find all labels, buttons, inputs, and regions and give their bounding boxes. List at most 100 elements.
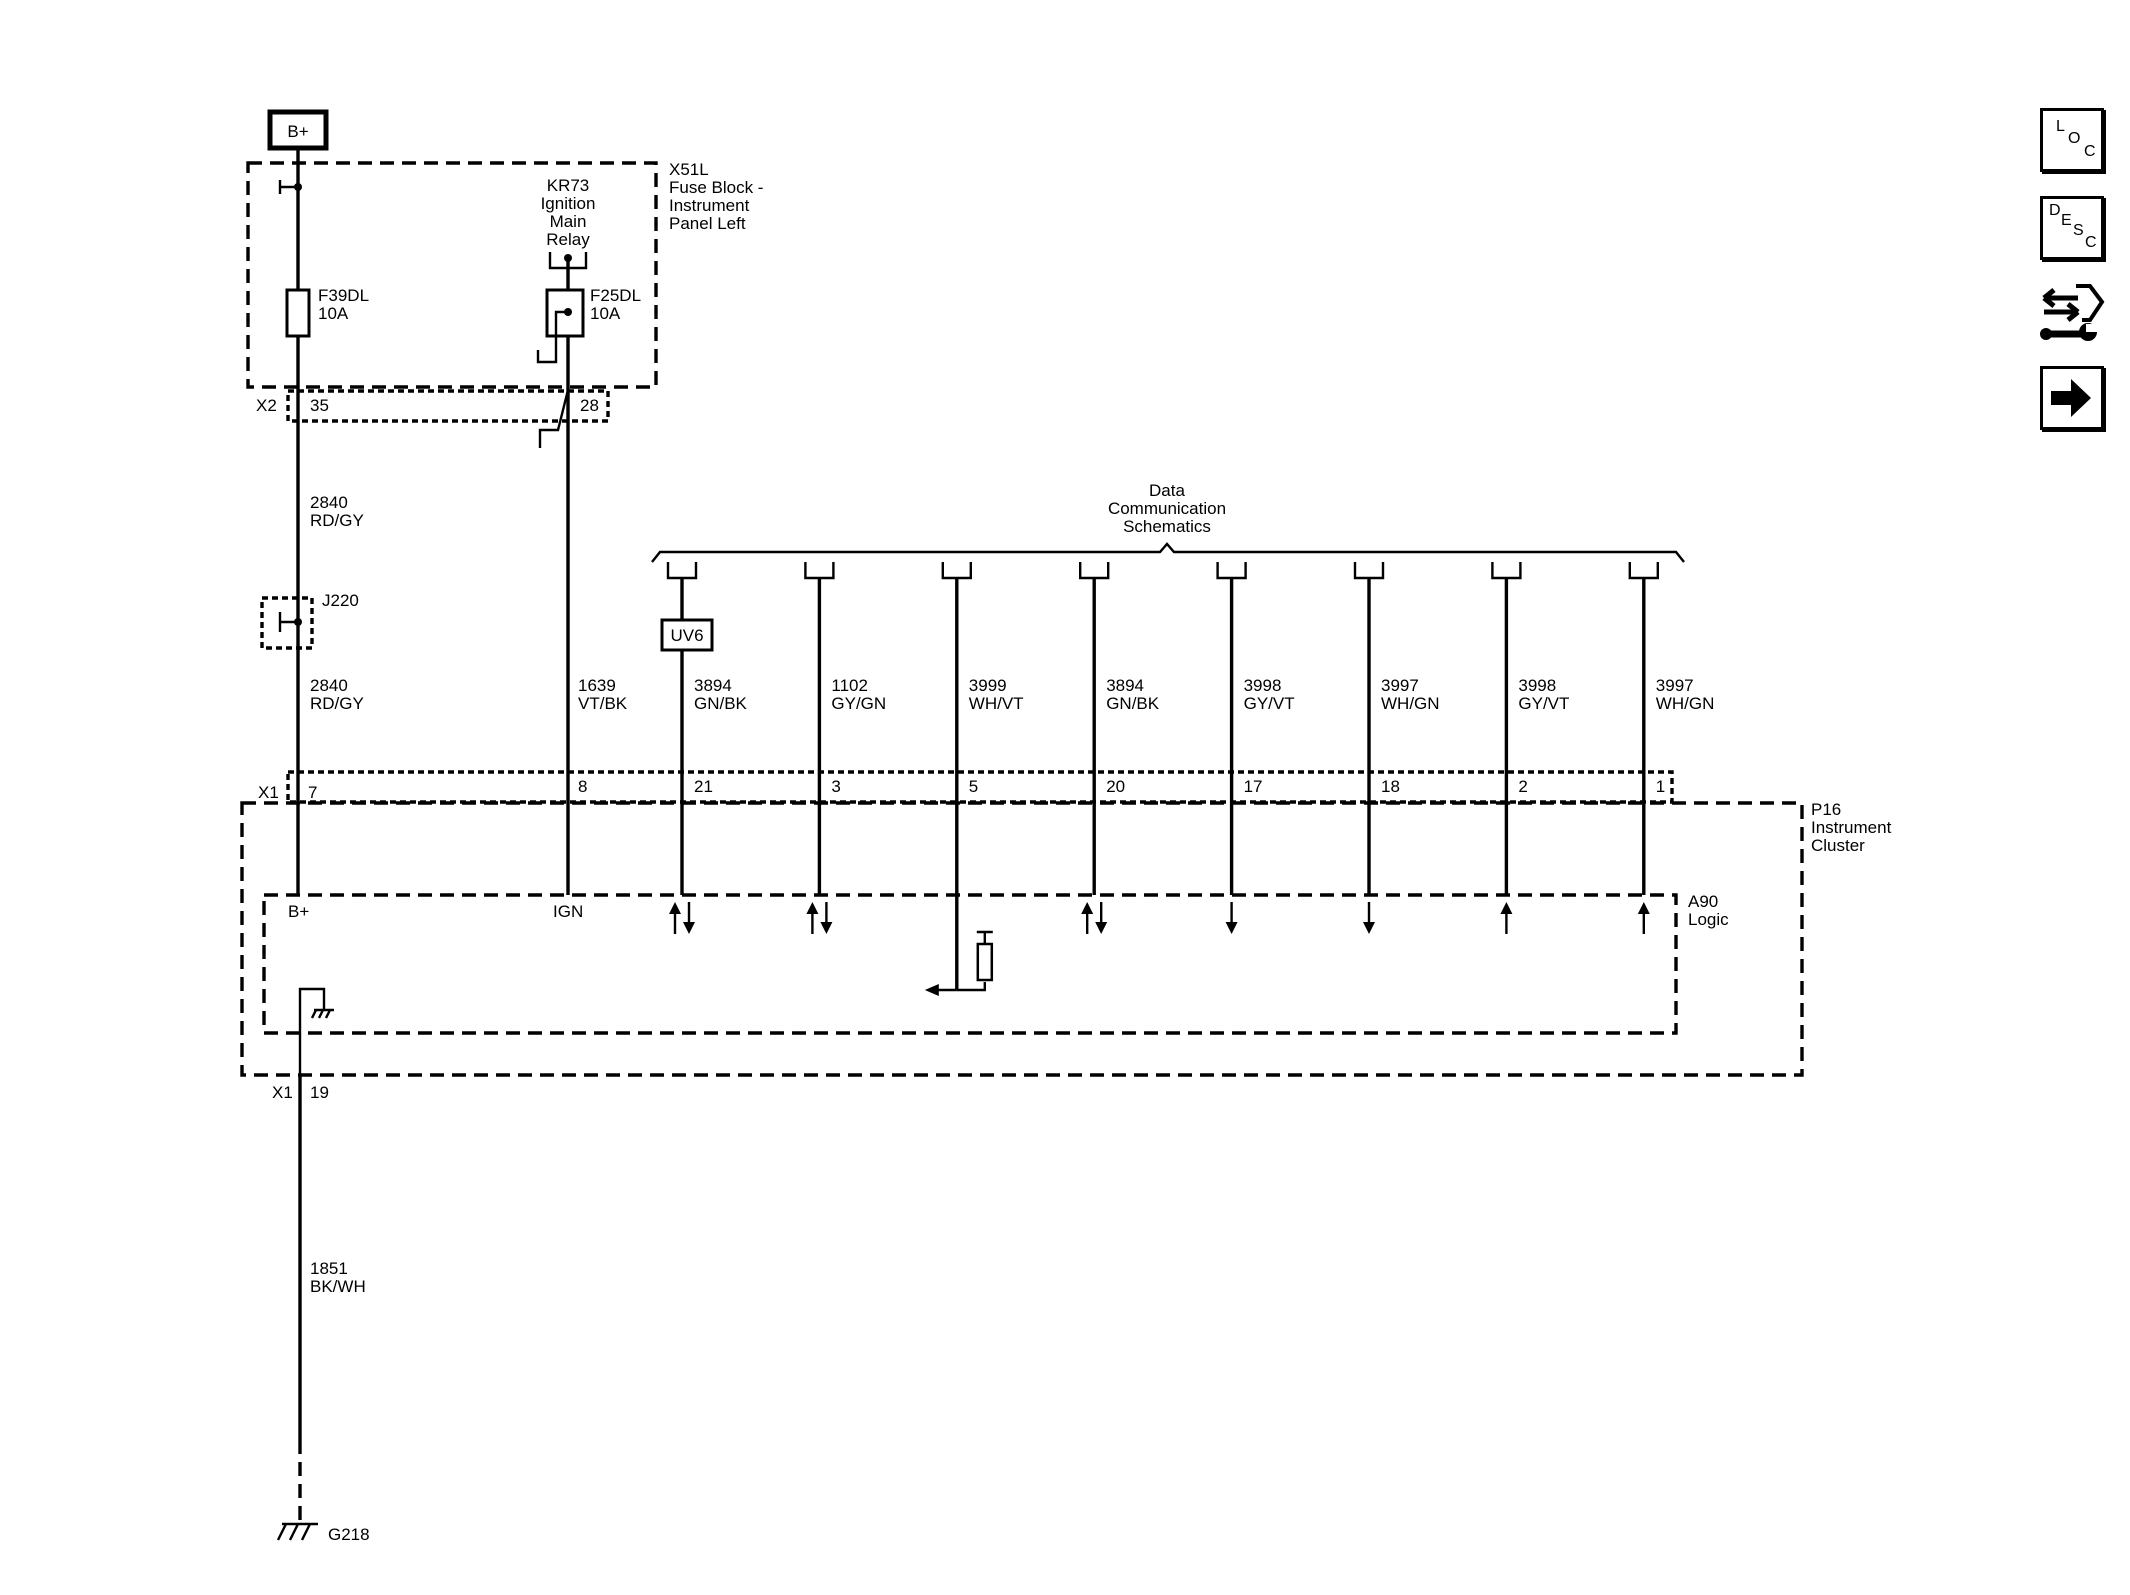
channel-color: WH/VT	[969, 694, 1024, 713]
cluster-name-line1: Instrument	[1811, 818, 1892, 837]
channel-connector	[941, 562, 972, 580]
fuse-block-name-line2: Instrument	[669, 196, 750, 215]
description-view-button[interactable]: D E S C	[2040, 196, 2104, 260]
channel-color: GN/BK	[694, 694, 748, 713]
connector-x1-pin19: 19	[310, 1083, 329, 1102]
logic-bplus-input: B+	[288, 902, 309, 921]
arrow-right-icon	[2051, 379, 2091, 417]
connector-x1-pin8: 8	[578, 777, 587, 796]
connector-x2-pin28: 28	[580, 396, 599, 415]
internal-ground-lead	[298, 987, 326, 1092]
channel-circuit: 3894	[1106, 676, 1144, 695]
desc-letter-d: D	[2049, 202, 2061, 219]
channel-color: GY/VT	[1518, 694, 1569, 713]
data-comm-line2: Communication	[1108, 499, 1226, 518]
bplus-label: B+	[287, 122, 308, 141]
channel-pin: 20	[1106, 777, 1125, 796]
connector-x1-label: X1	[258, 783, 279, 802]
loc-letter-l: L	[2056, 118, 2065, 135]
channel-pin: 18	[1381, 777, 1400, 796]
connector-x2-label: X2	[256, 396, 277, 415]
relay-label-line3: Main	[550, 212, 587, 231]
wire-1851-circuit: 1851	[310, 1259, 348, 1278]
channel-circuit: 3998	[1244, 676, 1282, 695]
channel-color: GY/GN	[831, 694, 886, 713]
wire-2840-lower-color: RD/GY	[310, 694, 364, 713]
channel-connector	[1079, 562, 1110, 580]
connector-x2-pin35: 35	[310, 396, 329, 415]
channel-pin: 1	[1656, 777, 1665, 796]
connector-x1-pin7: 7	[308, 783, 317, 802]
cluster-name-line2: Cluster	[1811, 836, 1865, 855]
channel-circuit: 3997	[1381, 676, 1419, 695]
logic-ign-input: IGN	[553, 902, 583, 921]
channel-circuit: 3894	[694, 676, 732, 695]
channel-pin: 2	[1518, 777, 1527, 796]
channel-color: GY/VT	[1244, 694, 1295, 713]
wire-2840-upper-color: RD/GY	[310, 511, 364, 530]
channel-pin: 21	[694, 777, 713, 796]
location-view-button[interactable]: L O C	[2040, 108, 2104, 172]
channel-connector	[1216, 562, 1247, 580]
relay-label-line2: Ignition	[541, 194, 596, 213]
channel-color: WH/GN	[1656, 694, 1715, 713]
fuse-block-name-line3: Panel Left	[669, 214, 746, 233]
fuse-f39dl-name: F39DL	[318, 286, 369, 305]
data-channels: 3894GN/BK211102GY/GN33999WH/VT53894GN/BK…	[666, 562, 1715, 996]
channel-color: GN/BK	[1106, 694, 1160, 713]
fuse-f25dl-rating: 10A	[590, 304, 621, 323]
channel-pin: 17	[1244, 777, 1263, 796]
termination-lead	[956, 982, 986, 992]
next-page-button[interactable]	[2040, 366, 2104, 430]
channel-color: WH/GN	[1381, 694, 1440, 713]
ground-g218-label: G218	[328, 1525, 370, 1544]
channel-circuit: 1102	[831, 676, 868, 695]
fuse-block-name-line1: Fuse Block -	[669, 178, 763, 197]
wire-1851-color: BK/WH	[310, 1277, 366, 1296]
connector-x1-bottom-label: X1	[272, 1083, 293, 1102]
logic-module-outline	[262, 893, 1678, 1035]
ground-g218-icon	[276, 1522, 318, 1541]
channel-circuit: 3997	[1656, 676, 1694, 695]
uv6-label: UV6	[670, 626, 703, 645]
connector-wrench-icon[interactable]	[2038, 276, 2108, 346]
cluster-id: P16	[1811, 800, 1841, 819]
fuse-block-id: X51L	[669, 160, 709, 179]
channel-connector	[1353, 562, 1385, 580]
relay-label-line4: Relay	[546, 230, 590, 249]
logic-id: A90	[1688, 892, 1718, 911]
channel-pin: 3	[831, 777, 840, 796]
desc-letter-e: E	[2061, 212, 2072, 229]
desc-letter-c: C	[2085, 234, 2097, 251]
uv6-box	[660, 618, 714, 652]
fuse-f39dl	[285, 288, 311, 338]
loc-letter-c: C	[2084, 143, 2096, 160]
connector-x2-jumper	[538, 389, 570, 448]
data-comm-bracket	[651, 542, 1685, 563]
fuse-f25dl-tap	[536, 310, 568, 364]
fuse-f25dl-name: F25DL	[590, 286, 641, 305]
relay-label-line1: KR73	[547, 176, 590, 195]
channel-connector	[666, 562, 698, 580]
instrument-cluster-outline	[240, 801, 1804, 1077]
splice-j220-outline	[260, 596, 314, 650]
channel-connector	[1628, 562, 1659, 580]
channel-circuit: 3998	[1518, 676, 1556, 695]
battery-positive-source: B+	[267, 109, 329, 151]
desc-letter-s: S	[2073, 222, 2084, 239]
connector-x2-outline	[286, 389, 610, 423]
loc-letter-o: O	[2068, 130, 2081, 147]
wire-2840-lower-circuit: 2840	[310, 676, 348, 695]
wire-2840-upper-circuit: 2840	[310, 493, 348, 512]
channel-circuit: 3999	[969, 676, 1007, 695]
termination-cap	[976, 930, 993, 944]
